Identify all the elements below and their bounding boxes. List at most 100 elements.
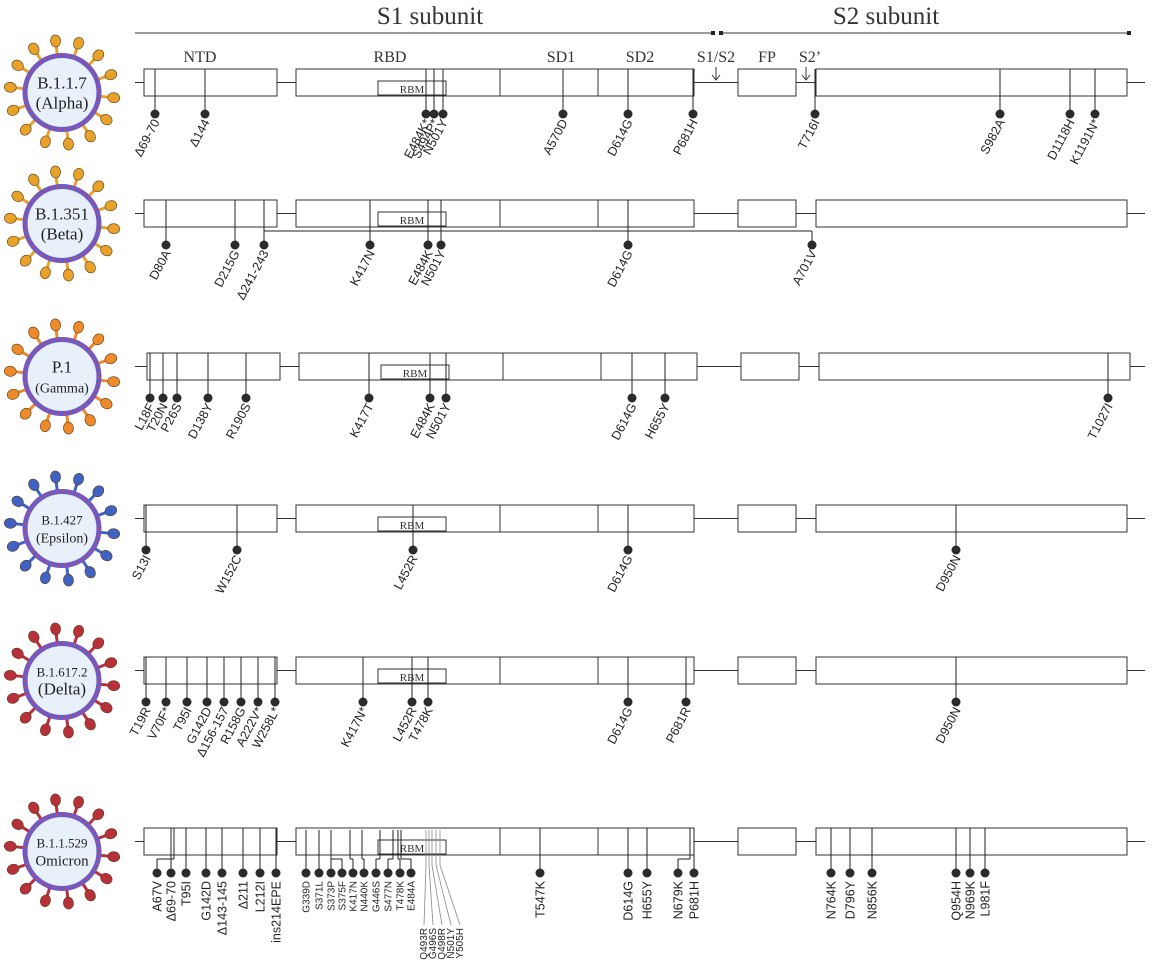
mutation-dot [358,697,368,707]
mutation-dot [436,240,446,250]
s1s2-cleavage-arrow [711,67,721,81]
mutation-label: H655Y [640,880,654,919]
mutation-dot [241,393,251,403]
subunit-header: S1 subunit S2 subunit NTD RBD SD1 SD2 S1… [135,3,1131,66]
domain-label-ntd: NTD [184,49,217,66]
spike-head [3,840,17,852]
spike-head [73,168,84,181]
mutation-del143-145: Δ143-145 [215,828,229,935]
mutation-label: T478K [396,881,407,911]
sd1-domain [502,352,602,381]
variant-lineage-label: B.1.427 [41,513,83,528]
spike-head [40,723,51,736]
s2-span-end-marker [1127,31,1131,35]
mutation-label: D950N [933,705,964,746]
virion-core [28,58,96,127]
s2-domain [815,68,1128,97]
mutation-dot [236,697,246,707]
spike-head [92,49,105,62]
s2-domain [815,827,1128,856]
spike-head [11,190,24,202]
spike-head [19,123,32,136]
mutation-g142d: G142D [199,828,213,921]
sd2-domain [597,68,695,97]
mutation-q954h: Q954H [949,828,963,921]
sd1-domain [499,68,599,97]
rbm-label: RBM [400,520,425,532]
mutation-dot [535,868,545,878]
mutation-label: T95I [179,881,193,906]
spike-head [6,863,20,875]
mutation-label: P681H [687,881,701,919]
sd2-domain [597,827,695,856]
rbm-label: RBM [400,84,425,96]
mutation-label: D614G [605,248,636,290]
mutation-n764k: N764K [824,828,838,919]
mutation-dot [348,868,358,878]
spike-head [73,321,84,334]
mutation-dot [166,868,176,878]
spike-head [6,104,20,116]
mutation-label: D138Y [185,400,216,441]
mutation-dot [359,868,369,878]
domain-label-s2prime: S2’ [799,49,821,66]
mutation-dot [152,868,162,878]
spike-head [84,261,96,274]
mutation-dot [371,868,381,878]
mutation-dot [423,697,433,707]
mutation-label: D614G [605,553,636,595]
mutation-label: G339D [302,881,313,913]
mutation-dot [1103,393,1113,403]
domain-label-sd2: SD2 [626,49,654,66]
mutation-dot [688,109,698,119]
mutation-q493r: Q493R [419,830,430,960]
spike-head [107,376,121,388]
variant-name-label: (Alpha) [36,94,89,113]
envelope-proteins [24,642,100,719]
mutation-label: L981F [978,881,992,917]
mutation-n679k: N679K [671,828,691,919]
mutation-l212i: L212I [253,828,267,912]
spike-head [28,630,40,643]
mutation-dot [202,697,212,707]
spike-head [107,528,121,540]
mutation-dot [201,868,211,878]
spike-head [50,470,61,484]
mutation-dot [326,868,336,878]
mutation-dot [161,697,171,707]
mutation-label: D614G [609,401,640,443]
variant-lineage-label: B.1.617.2 [37,665,88,680]
spike-head [92,485,105,498]
mutation-label: L212I [253,881,267,912]
mutation-label: ins214EPE [269,881,283,943]
spike-head [100,398,113,410]
spike-head [73,473,84,486]
mutation-l981f: L981F [978,828,992,916]
rbm-region [377,516,447,532]
mutation-dot [145,393,155,403]
spike-head [63,725,74,739]
spike-head [40,571,51,584]
s1-span-end-marker [711,31,715,35]
mutation-dot [980,868,990,878]
mutation-label: R190S [223,401,253,441]
s1-subunit-label: S1 subunit [377,3,483,30]
spike-head [100,114,113,126]
s2-domain [818,352,1131,381]
spike-head [84,566,96,579]
spike-head [100,550,113,562]
fp-domain [740,352,800,381]
spike-head [63,573,74,587]
mutation-dot [673,868,683,878]
spike-head [11,495,24,507]
spike-head [73,796,84,809]
mutation-dot [217,868,227,878]
mutation-leader [435,864,452,926]
spike-head [40,419,51,432]
mutation-d796y: D796Y [843,828,857,919]
spike-head [100,873,113,885]
mutation-leader [423,864,427,926]
